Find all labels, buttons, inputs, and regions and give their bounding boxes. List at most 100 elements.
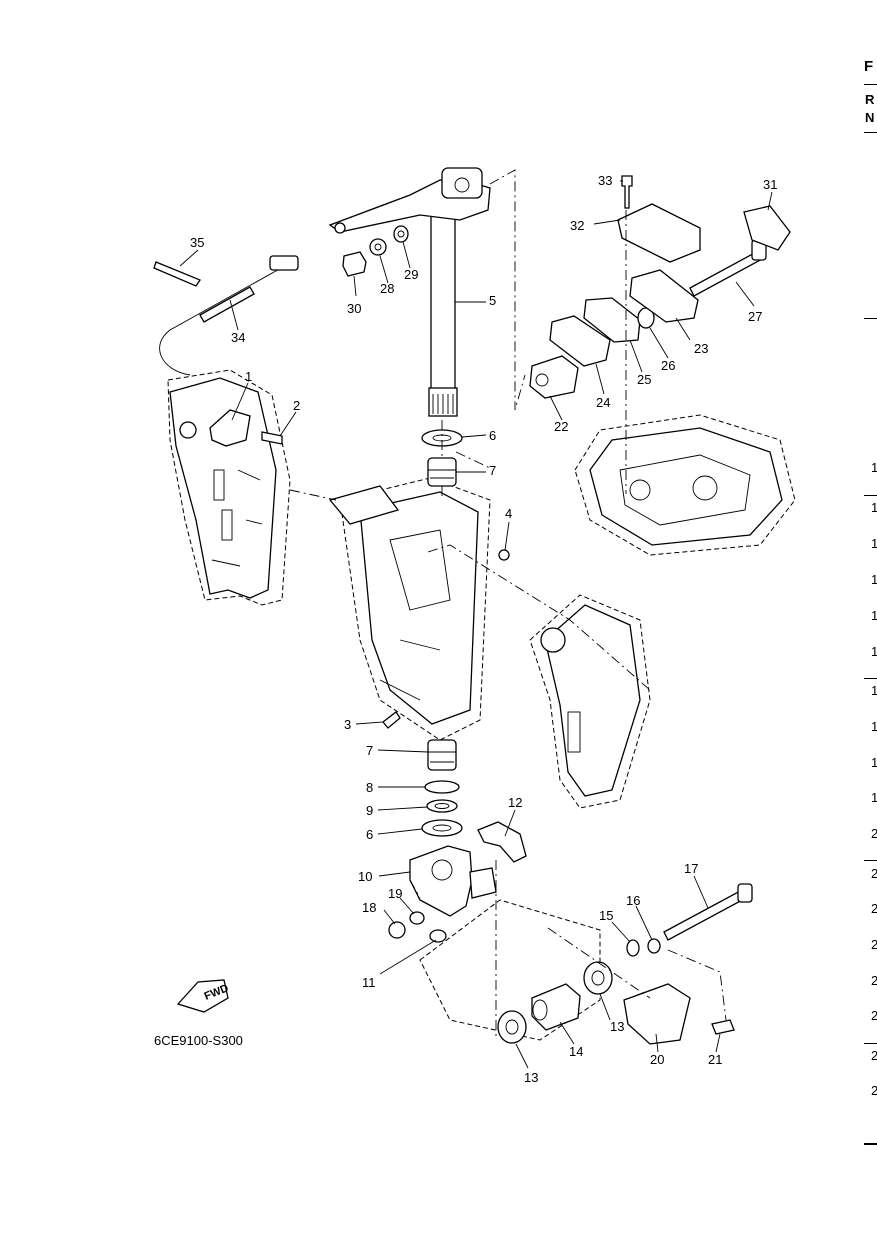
callout-28: 28 bbox=[380, 281, 394, 296]
edge-rule bbox=[864, 678, 877, 679]
part-13-washer-lower bbox=[497, 1010, 527, 1044]
callout-27: 27 bbox=[748, 309, 762, 324]
callout-labels: 1 2 3 4 5 6 6 7 7 8 9 10 11 12 13 13 14 … bbox=[190, 173, 777, 1085]
part-32-cover bbox=[617, 203, 701, 263]
edge-number: 1 bbox=[871, 755, 877, 770]
steering-arm bbox=[328, 167, 491, 234]
callout-33: 33 bbox=[598, 173, 612, 188]
callout-17: 17 bbox=[684, 861, 698, 876]
edge-rule bbox=[864, 495, 877, 496]
part-13-washer-upper bbox=[583, 961, 613, 995]
callout-5: 5 bbox=[489, 293, 496, 308]
edge-number: 1 bbox=[871, 683, 877, 698]
part-17-bolt bbox=[663, 883, 753, 941]
callout-32: 32 bbox=[570, 218, 584, 233]
edge-number: 2 bbox=[871, 826, 877, 841]
callout-7-upper: 7 bbox=[489, 463, 496, 478]
part-16-washer bbox=[647, 938, 661, 954]
part-30-cap-nut bbox=[342, 251, 367, 277]
edge-number: 1 bbox=[871, 644, 877, 659]
edge-number: 1 bbox=[871, 460, 877, 475]
callout-15: 15 bbox=[599, 908, 613, 923]
part-7-bushing-upper bbox=[427, 457, 457, 487]
edge-number: 2 bbox=[871, 1048, 877, 1063]
callout-7-lower: 7 bbox=[366, 743, 373, 758]
edge-rule bbox=[864, 132, 877, 133]
part-21-bolt bbox=[711, 1019, 735, 1035]
part-28-nut bbox=[369, 238, 387, 256]
callout-13-lower: 13 bbox=[524, 1070, 538, 1085]
leader-lines bbox=[179, 180, 773, 1069]
part-29-washer bbox=[393, 225, 409, 243]
part-14-mount-rubber bbox=[531, 983, 581, 1031]
callout-13-upper: 13 bbox=[610, 1019, 624, 1034]
part-8-o-ring bbox=[424, 780, 460, 794]
part-1-lever bbox=[209, 409, 251, 447]
lower-mount-housing bbox=[419, 899, 601, 1041]
part-27-bolt bbox=[689, 239, 767, 297]
steering-shaft bbox=[428, 199, 458, 417]
callout-23: 23 bbox=[694, 341, 708, 356]
callout-29: 29 bbox=[404, 267, 418, 282]
callout-34: 34 bbox=[231, 330, 245, 345]
edge-number: 1 bbox=[871, 500, 877, 515]
part-33-bolt bbox=[621, 175, 633, 209]
diagram-code: 6CE9100-S300 bbox=[154, 1033, 243, 1048]
edge-number: 2 bbox=[871, 1008, 877, 1023]
edge-rule bbox=[864, 860, 877, 861]
edge-number: 1 bbox=[871, 536, 877, 551]
edge-number: 1 bbox=[871, 572, 877, 587]
part-19-washer bbox=[409, 911, 425, 925]
edge-number: 2 bbox=[871, 973, 877, 988]
part-3-screw bbox=[382, 711, 401, 729]
callout-8: 8 bbox=[366, 780, 373, 795]
part-20-cover bbox=[623, 983, 691, 1045]
callout-18: 18 bbox=[362, 900, 376, 915]
edge-number: 1 bbox=[871, 608, 877, 623]
callout-25: 25 bbox=[637, 372, 651, 387]
part-24-plate bbox=[549, 315, 611, 367]
callout-2: 2 bbox=[293, 398, 300, 413]
part-4-nut bbox=[498, 549, 510, 561]
edge-header-f: F bbox=[864, 58, 874, 75]
edge-rule bbox=[864, 1043, 877, 1044]
callout-16: 16 bbox=[626, 893, 640, 908]
edge-rule bbox=[864, 1143, 877, 1145]
edge-number: 2 bbox=[871, 1083, 877, 1098]
part-15-washer bbox=[626, 939, 640, 957]
part-22-mount-rubber bbox=[529, 355, 579, 399]
part-9-washer bbox=[426, 799, 458, 813]
part-34-cable bbox=[159, 255, 299, 376]
edge-header-n: N bbox=[865, 110, 875, 125]
part-12-bracket bbox=[477, 821, 527, 863]
callout-26: 26 bbox=[661, 358, 675, 373]
right-clamp-bracket bbox=[529, 594, 651, 809]
edge-number: 2 bbox=[871, 901, 877, 916]
part-11-grease-nipple bbox=[429, 929, 447, 943]
callout-30: 30 bbox=[347, 301, 361, 316]
callout-4: 4 bbox=[505, 506, 512, 521]
callout-24: 24 bbox=[596, 395, 610, 410]
edge-number: 1 bbox=[871, 719, 877, 734]
callout-1: 1 bbox=[245, 369, 252, 384]
callout-11: 11 bbox=[362, 975, 376, 990]
callout-10: 10 bbox=[358, 869, 372, 884]
callout-19: 19 bbox=[388, 886, 402, 901]
left-clamp-bracket bbox=[167, 369, 291, 606]
part-7-bushing-lower bbox=[427, 739, 457, 771]
callout-12: 12 bbox=[508, 795, 522, 810]
edge-number: 1 bbox=[871, 790, 877, 805]
callout-6-upper: 6 bbox=[489, 428, 496, 443]
callout-14: 14 bbox=[569, 1044, 583, 1059]
edge-header-r: R bbox=[865, 92, 875, 107]
part-31-clip bbox=[743, 205, 791, 251]
callout-20: 20 bbox=[650, 1052, 664, 1067]
callout-6-lower: 6 bbox=[366, 827, 373, 842]
part-35-band bbox=[153, 261, 201, 287]
edge-rule bbox=[864, 318, 877, 319]
edge-number: 2 bbox=[871, 937, 877, 952]
callout-31: 31 bbox=[763, 177, 777, 192]
part-23-plate bbox=[629, 269, 699, 323]
edge-number: 2 bbox=[871, 866, 877, 881]
